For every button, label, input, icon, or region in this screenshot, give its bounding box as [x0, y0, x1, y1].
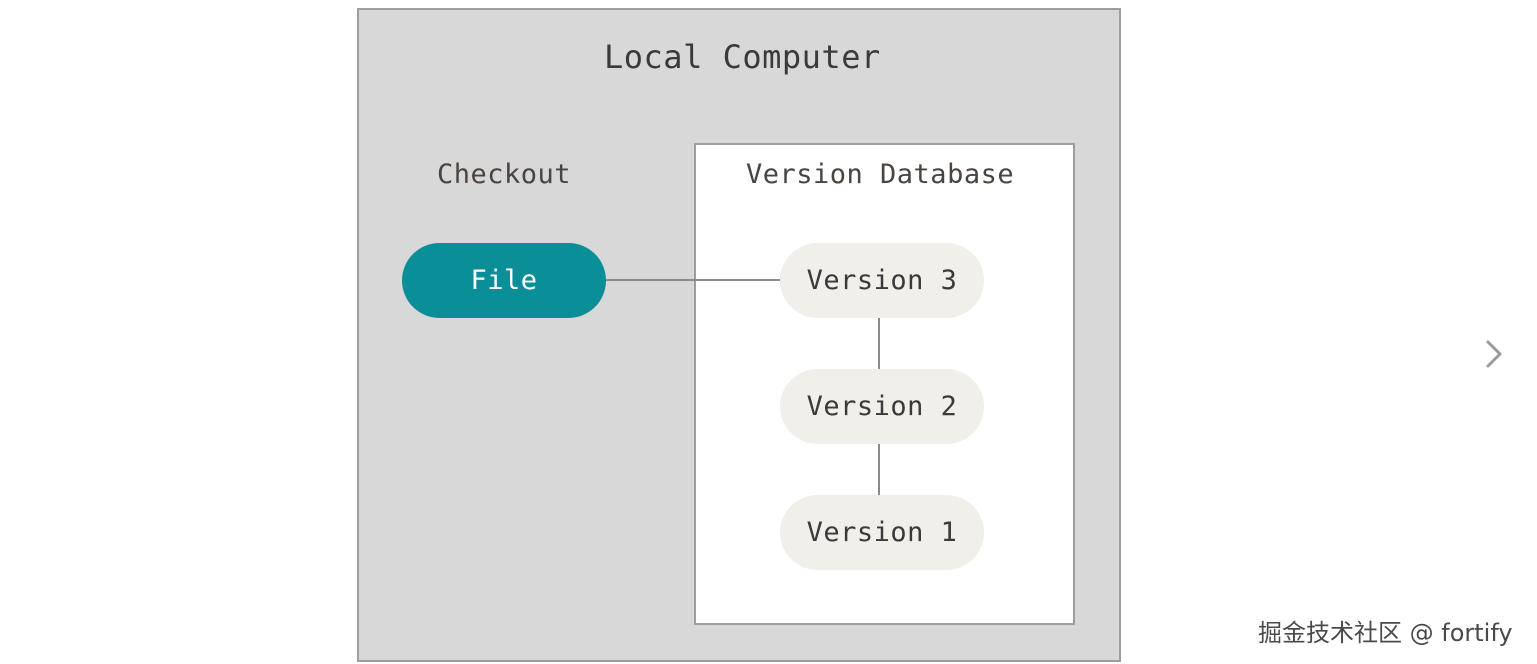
version-2-node: Version 2 [780, 369, 984, 444]
version-3-to-version-2-connector [878, 318, 880, 369]
file-node: File [402, 243, 606, 318]
version-database-title: Version Database [746, 159, 1015, 190]
version-1-node: Version 1 [780, 495, 984, 570]
checkout-label: Checkout [437, 159, 572, 190]
chevron-right-icon-svg [1486, 340, 1502, 368]
version-3-node: Version 3 [780, 243, 984, 318]
diagram-title: Local Computer [604, 38, 881, 76]
version-2-to-version-1-connector [878, 444, 880, 495]
watermark-text: 掘金技术社区 @ fortify [1258, 619, 1513, 647]
chevron-right-icon[interactable] [1482, 338, 1506, 370]
file-to-version-3-connector [606, 279, 780, 281]
